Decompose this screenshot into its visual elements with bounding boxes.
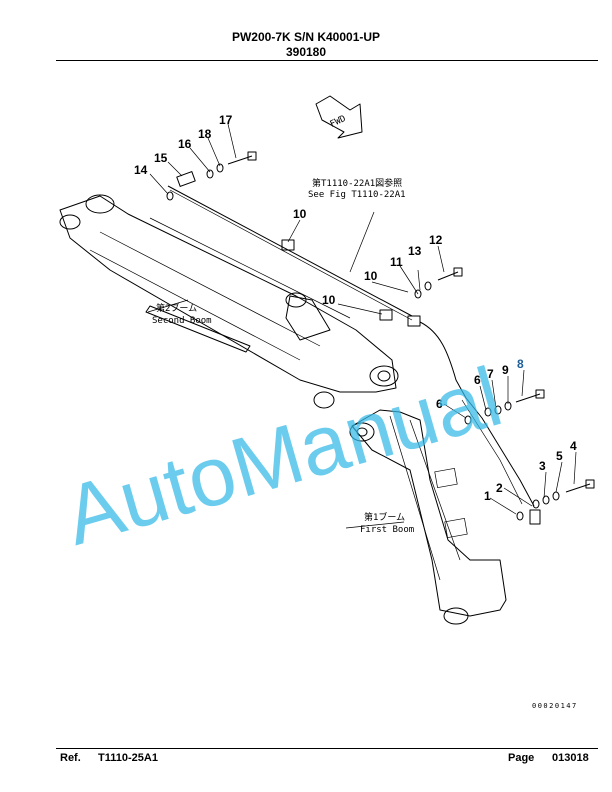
page-title: PW200-7K S/N K40001-UP — [231, 30, 381, 44]
callout-14: 14 — [134, 163, 148, 177]
ref-value: T1110-25A1 — [98, 752, 158, 764]
callout-13: 13 — [408, 244, 422, 258]
callout-11: 11 — [390, 255, 403, 269]
watermark: AutoManual — [54, 349, 511, 563]
hydraulic-lines — [167, 185, 535, 507]
callout-2a: 2 — [496, 481, 503, 495]
callout-4: 4 — [570, 439, 577, 453]
second-boom-jp-label: 第2ブーム — [156, 302, 197, 314]
callout-9: 9 — [502, 363, 509, 377]
see-fig-en-label: See Fig T1110-22A1 — [308, 190, 406, 200]
first-boom-drawing — [349, 409, 507, 625]
first-boom-en-label: First Boom — [360, 525, 414, 535]
callout-10c: 10 — [322, 293, 336, 307]
fwd-label: FWD — [329, 114, 348, 130]
callout-10a: 10 — [293, 207, 307, 221]
second-boom-drawing — [59, 194, 399, 409]
first-boom-jp-label: 第1ブーム — [364, 511, 405, 523]
forward-arrow-icon: FWD — [315, 95, 363, 139]
callout-7: 7 — [487, 367, 494, 381]
callout-1: 1 — [484, 489, 491, 503]
callout-15: 15 — [154, 151, 168, 165]
callout-6a: 6 — [474, 373, 481, 387]
callout-6b: 6 — [436, 397, 443, 411]
callout-10b: 10 — [364, 269, 378, 283]
callout-5: 5 — [556, 449, 563, 463]
see-fig-jp-label: 第T1110-22A1図参照 — [312, 177, 402, 189]
hardware-parts — [166, 151, 595, 525]
callout-16: 16 — [178, 137, 192, 151]
callout-18: 18 — [198, 127, 212, 141]
footer-divider — [56, 748, 598, 749]
callout-12: 12 — [429, 233, 443, 247]
drawing-number: 00020147 — [532, 702, 578, 710]
header-divider — [56, 60, 598, 61]
section-code: 390180 — [285, 45, 327, 59]
callout-numbers: 17 18 16 15 14 10 10 10 13 12 11 6 7 9 8… — [134, 113, 577, 503]
callout-8: 8 — [517, 357, 524, 371]
leader-lines — [147, 123, 577, 529]
ref-label: Ref. — [60, 752, 81, 764]
second-boom-en-label: Second Boom — [152, 316, 212, 326]
callout-3: 3 — [539, 459, 546, 473]
page-label: Page — [508, 752, 535, 764]
callout-17: 17 — [219, 113, 233, 127]
page-value: 013018 — [552, 752, 589, 764]
